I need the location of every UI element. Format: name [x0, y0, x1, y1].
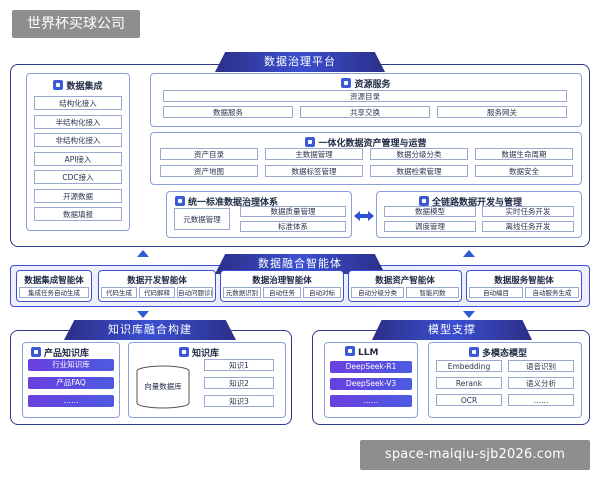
- kb-item-2: 知识2: [204, 377, 274, 389]
- agent-title: 数据开发智能体: [127, 276, 187, 286]
- resource-item-gateway: 服务网关: [437, 106, 567, 118]
- asset-item: 数据分级分类: [370, 148, 468, 160]
- multimodal-item: 语义分析: [508, 377, 574, 389]
- asset-item: 数据生命周期: [475, 148, 573, 160]
- integration-item: 半结构化接入: [34, 114, 122, 129]
- database-icon: [134, 364, 192, 410]
- vector-db-label: 向量数据库: [144, 382, 182, 391]
- agent-title: 数据服务智能体: [494, 276, 554, 286]
- agent-chip: 元数据识别: [223, 287, 261, 298]
- product-kb-item-faq: 产品FAQ: [28, 377, 114, 389]
- multimodal-item: OCR: [436, 394, 502, 406]
- arrow-up-icon: [137, 250, 149, 257]
- asset-item: 数据检索管理: [370, 165, 468, 177]
- asset-item: 数据安全: [475, 165, 573, 177]
- agent-chip: 智能问数: [406, 287, 459, 298]
- knowledge-banner: 知识库融合构建: [64, 320, 236, 340]
- standard-system: 标准体系: [240, 221, 346, 232]
- devops-schedule: 调度管理: [384, 221, 476, 232]
- watermark-top: 世界杯买球公司: [12, 10, 140, 38]
- agent-chip: 代码生成: [101, 287, 137, 298]
- llm-item-more: ……: [330, 395, 412, 407]
- llm-title-text: LLM: [358, 348, 379, 358]
- product-kb-item-industry: 行业知识库: [28, 359, 114, 371]
- governance-banner: 数据治理平台: [215, 52, 385, 72]
- multimodal-item: ……: [508, 394, 574, 406]
- multimodal-item: Embedding: [436, 360, 502, 372]
- llm-item-r1: DeepSeek-R1: [330, 361, 412, 373]
- kb-title-text: 知识库: [192, 349, 220, 359]
- llm-icon: [345, 346, 355, 356]
- multimodal-item: Rerank: [436, 377, 502, 389]
- model-banner: 模型支撑: [372, 320, 532, 340]
- resource-item-data-service: 数据服务: [163, 106, 293, 118]
- kb-item-3: 知识3: [204, 395, 274, 407]
- llm-item-v3: DeepSeek-V3: [330, 378, 412, 390]
- multimodal-item: 语音识别: [508, 360, 574, 372]
- resource-catalog: 资源目录: [163, 90, 567, 102]
- agent-chip: 自动服务生成: [525, 287, 579, 298]
- devops-title: 全链路数据开发与管理: [419, 195, 581, 208]
- standard-quality: 数据质量管理: [240, 206, 346, 217]
- product-kb-title: 产品知识库: [31, 346, 119, 359]
- asset-item: 资产目录: [160, 148, 258, 160]
- agent-chip: 集成任务自动生成: [19, 287, 89, 298]
- resource-item-sharing: 共享交换: [300, 106, 430, 118]
- product-kb-icon: [31, 347, 41, 357]
- multimodal-title-text: 多模态模型: [482, 349, 528, 359]
- standard-icon: [175, 196, 185, 206]
- agent-title: 数据治理智能体: [252, 276, 312, 286]
- double-arrow-icon: [354, 207, 374, 221]
- devops-realtime: 实时任务开发: [482, 206, 574, 217]
- integration-icon: [53, 80, 64, 90]
- kb-title: 知识库: [179, 346, 285, 359]
- asset-title: 一体化数据资产管理与运营: [151, 136, 581, 149]
- arrow-down-icon: [137, 311, 149, 318]
- devops-title-text: 全链路数据开发与管理: [432, 198, 523, 208]
- agent-chip: 自动对标: [303, 287, 341, 298]
- agent-chip: 代码解释: [139, 287, 175, 298]
- agents-banner: 数据融合智能体: [215, 254, 385, 274]
- devops-offline: 离线任务开发: [482, 221, 574, 232]
- integration-item: 数据填报: [34, 207, 122, 221]
- agent-chip: 自动任务: [263, 287, 301, 298]
- agent-chip: 自动问题诊断: [177, 287, 213, 298]
- resource-title: 资源服务: [151, 77, 581, 90]
- integration-item: 结构化接入: [34, 96, 122, 110]
- integration-item: 开源数据: [34, 188, 122, 203]
- multimodal-icon: [469, 347, 479, 357]
- watermark-bottom: space-maiqiu-sjb2026.com: [360, 440, 590, 470]
- agent-chip: 自动分级分类: [351, 287, 404, 298]
- arrow-down-icon: [463, 311, 475, 318]
- integration-item: 非结构化接入: [34, 133, 122, 147]
- asset-icon: [305, 137, 316, 147]
- kb-icon: [179, 347, 189, 357]
- integration-item: API接入: [34, 151, 122, 166]
- devops-model: 数据模型: [384, 206, 476, 217]
- asset-title-text: 一体化数据资产管理与运营: [318, 139, 427, 149]
- integration-title: 数据集成: [27, 79, 129, 92]
- resource-icon: [341, 78, 352, 88]
- standard-title: 统一标准数据治理体系: [175, 195, 351, 208]
- product-kb-item-more: ……: [28, 395, 114, 407]
- integration-item: CDC接入: [34, 170, 122, 184]
- llm-title: LLM: [345, 346, 417, 358]
- agent-title: 数据集成智能体: [24, 276, 84, 286]
- agent-chip: 自动编目: [469, 287, 523, 298]
- multimodal-title: 多模态模型: [469, 346, 581, 359]
- agent-title: 数据资产智能体: [375, 276, 435, 286]
- kb-item-1: 知识1: [204, 359, 274, 371]
- standard-title-text: 统一标准数据治理体系: [188, 198, 279, 208]
- devops-icon: [419, 196, 429, 206]
- asset-item: 数据标签管理: [265, 165, 363, 177]
- resource-title-text: 资源服务: [354, 80, 391, 90]
- integration-title-text: 数据集成: [66, 82, 103, 92]
- asset-item: 资产地图: [160, 165, 258, 177]
- product-kb-title-text: 产品知识库: [44, 349, 90, 359]
- asset-item: 主数据管理: [265, 148, 363, 160]
- standard-meta: 元数据管理: [174, 208, 230, 230]
- arrow-up-icon: [463, 250, 475, 257]
